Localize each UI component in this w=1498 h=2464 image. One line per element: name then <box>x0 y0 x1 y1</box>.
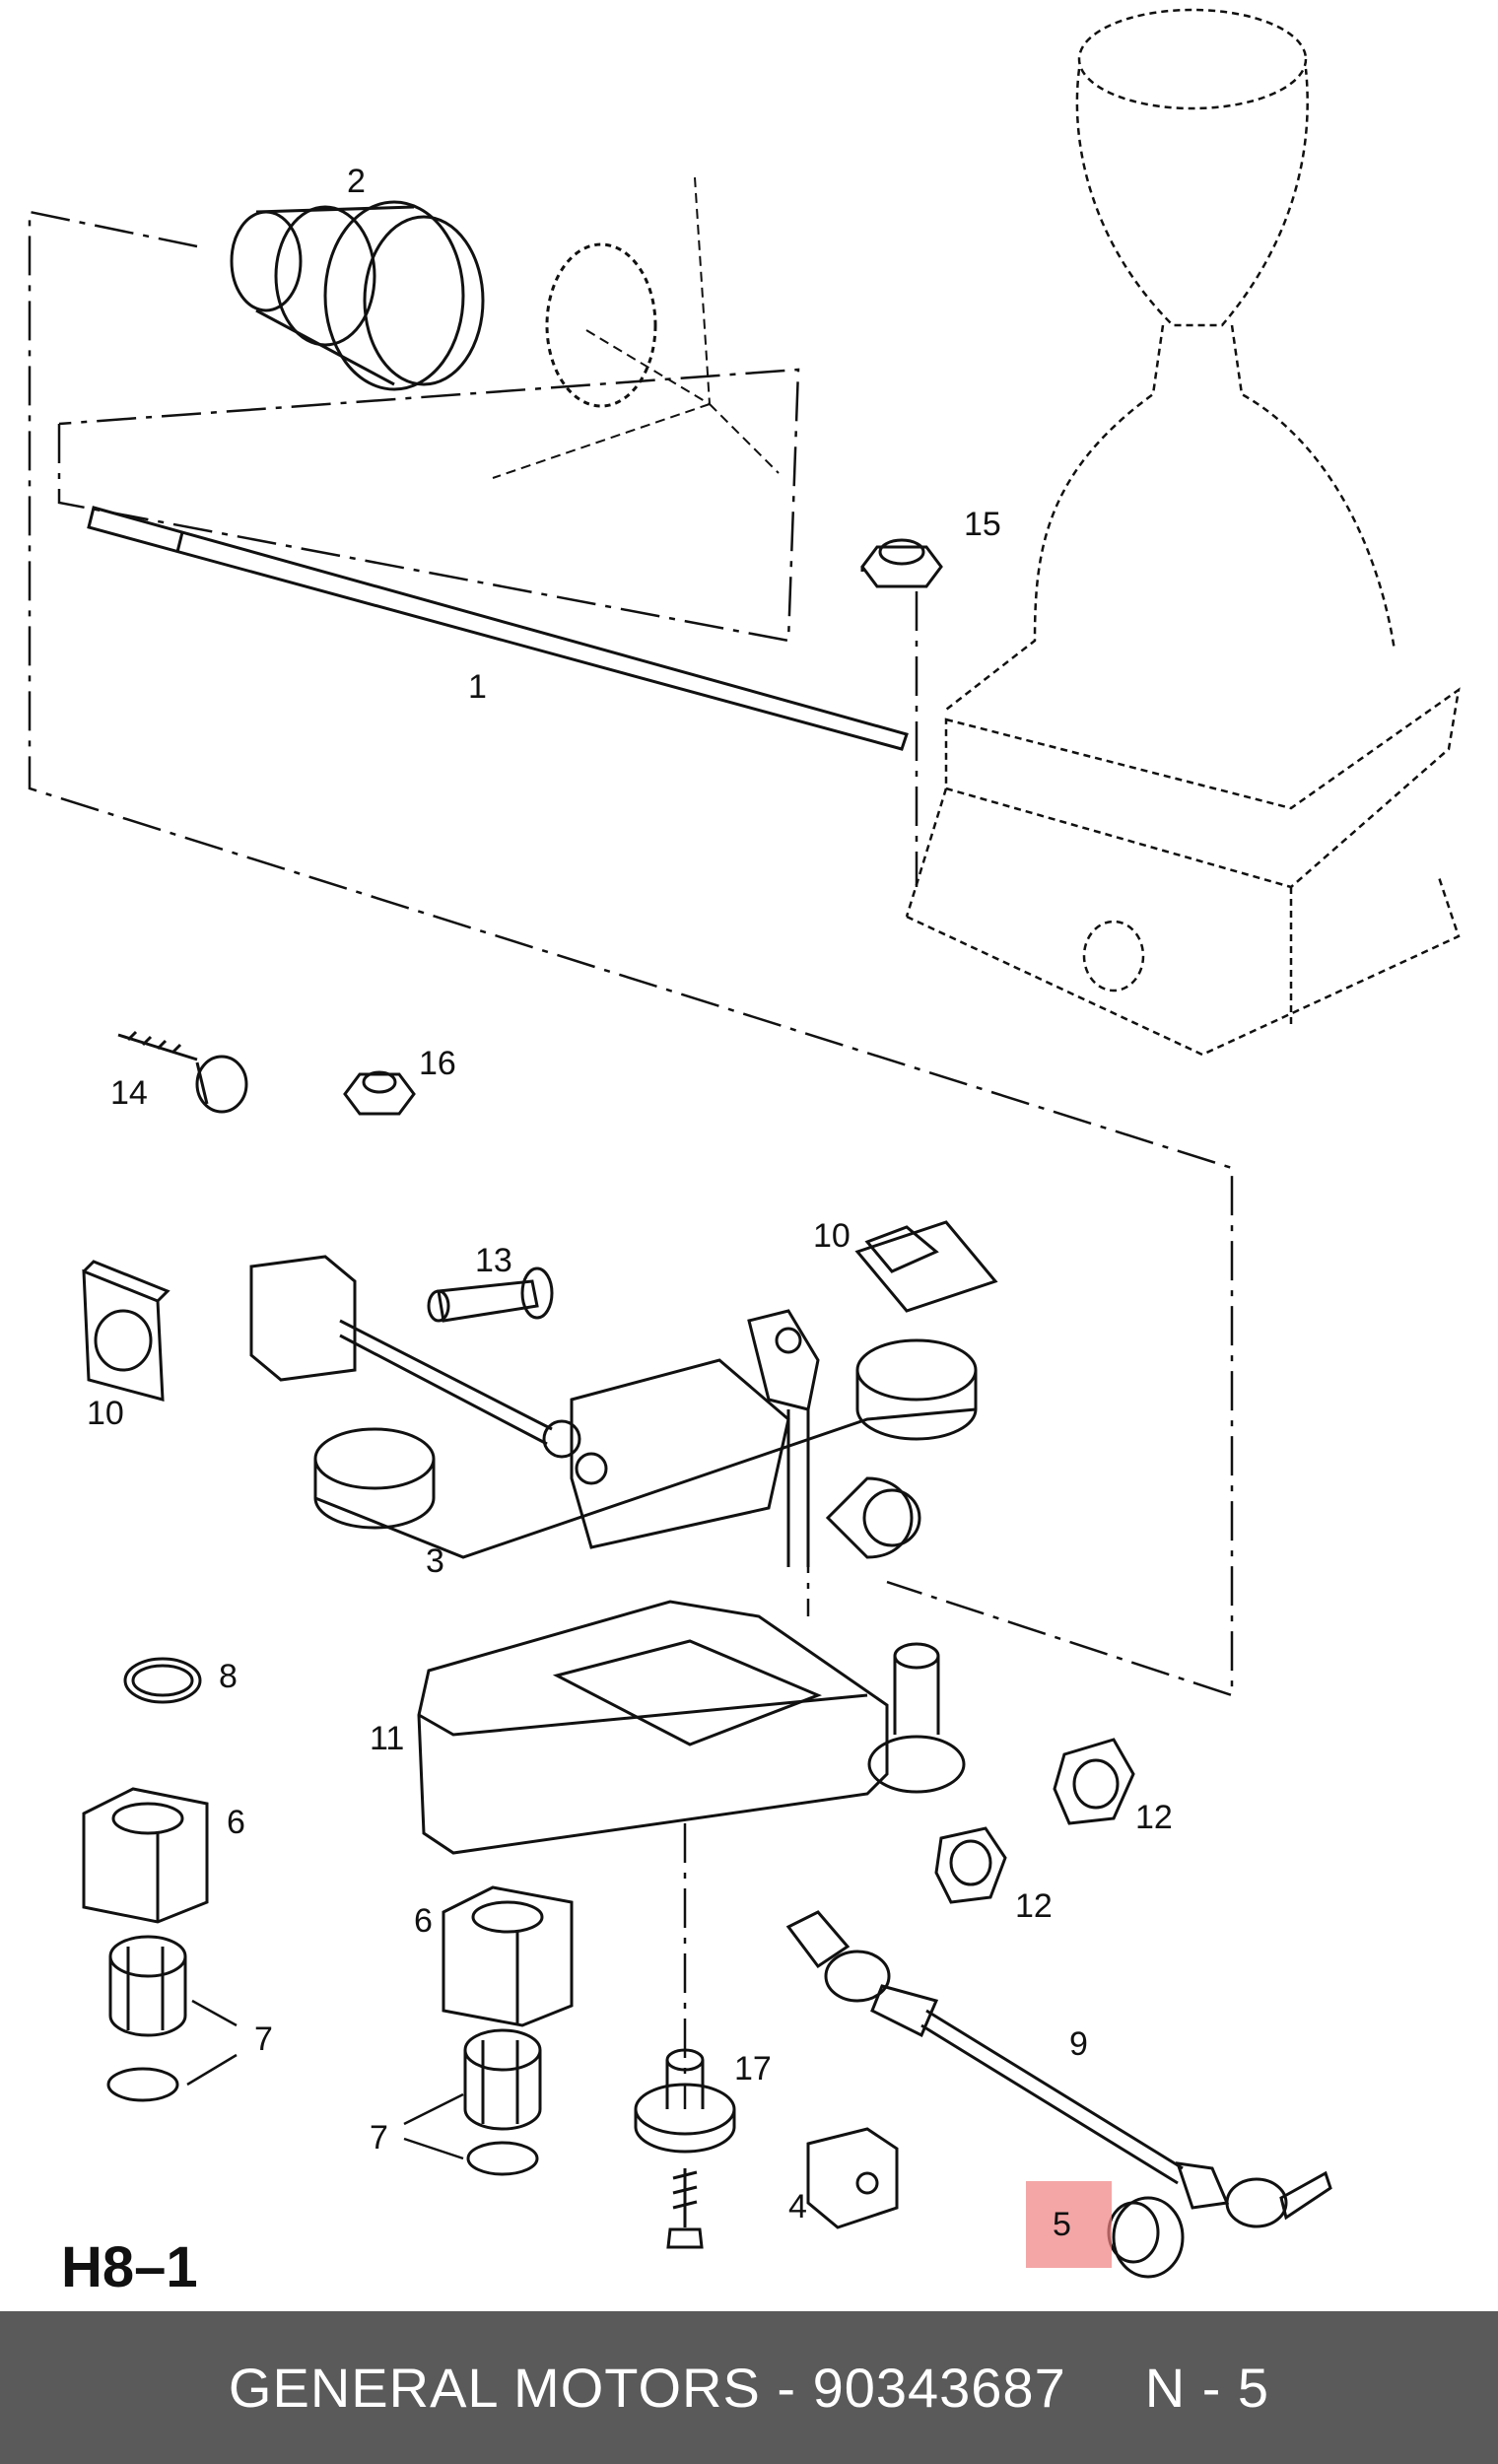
leader-lines-7 <box>186 1999 464 2160</box>
part-number-footer: GENERAL MOTORS - 90343687 N - 5 <box>0 2311 1498 2464</box>
callouts: 1 2 3 4 5 6 6 7 7 8 9 10 10 11 12 12 13 … <box>87 163 1173 2243</box>
callout-14: 14 <box>110 1074 148 1112</box>
callout-17: 17 <box>734 2050 772 2088</box>
part-clip-10-right <box>854 1220 998 1313</box>
part-seal-ring <box>545 242 657 408</box>
highlight-box <box>1026 2181 1112 2268</box>
callout-8: 8 <box>219 1658 238 1695</box>
part-nut-12-upper <box>1053 1738 1135 1825</box>
part-linkage-rod-9 <box>785 1910 1332 2228</box>
diagram-position: N - 5 <box>1144 2357 1270 2419</box>
callout-15: 15 <box>964 506 1001 543</box>
part-bracket-11 <box>417 1600 889 1855</box>
callout-4: 4 <box>788 2188 807 2225</box>
callout-6-right: 6 <box>414 1902 433 1940</box>
callout-13: 13 <box>475 1242 512 1279</box>
part-sleeve-7-right <box>463 2028 542 2176</box>
callout-12-upper: 12 <box>1135 1799 1173 1836</box>
part-clip-10-left <box>82 1260 170 1402</box>
part-bushing-6-right <box>442 1885 574 2027</box>
callout-3: 3 <box>426 1542 444 1580</box>
part-pivot-17 <box>634 2048 736 2249</box>
part-nut-16 <box>343 1070 416 1116</box>
brand-part-number: GENERAL MOTORS - 90343687 <box>228 2357 1066 2419</box>
group-boundary-lines <box>28 210 1234 2109</box>
part-bushing-6-left <box>82 1787 209 1924</box>
part-snap-ring-8 <box>123 1657 202 1704</box>
callout-10-left: 10 <box>87 1395 124 1432</box>
part-pin-13 <box>427 1266 554 1323</box>
exploded-parts-diagram: H8–1 1 2 3 4 5 6 6 7 7 8 9 10 10 11 12 1… <box>28 8 1461 2299</box>
part-boot <box>230 200 485 391</box>
part-block-4 <box>806 2127 899 2229</box>
part-shift-knob-assembly <box>905 8 1461 1057</box>
callout-9: 9 <box>1069 2025 1088 2063</box>
callout-11: 11 <box>370 1720 404 1757</box>
part-shift-mechanism <box>249 1255 978 1567</box>
callout-5: 5 <box>1053 2206 1071 2243</box>
callout-2: 2 <box>347 163 366 200</box>
callout-1: 1 <box>468 668 487 706</box>
callout-7-right: 7 <box>370 2119 388 2156</box>
phantom-lines <box>492 176 780 479</box>
callout-10-right: 10 <box>813 1217 851 1255</box>
callout-6-left: 6 <box>227 1804 245 1841</box>
section-label: H8–1 <box>61 2235 198 2299</box>
callout-16: 16 <box>419 1045 456 1082</box>
callout-12-lower: 12 <box>1015 1887 1053 1925</box>
callout-7-left: 7 <box>254 2020 273 2058</box>
part-nut-12-lower <box>934 1826 1007 1904</box>
part-sleeve-7-left <box>106 1935 187 2102</box>
part-cap-5 <box>1107 2196 1185 2279</box>
part-rod <box>87 506 909 751</box>
part-stud <box>867 1642 966 1794</box>
part-nut-15 <box>860 538 943 588</box>
part-bolt-14 <box>117 1030 248 1114</box>
